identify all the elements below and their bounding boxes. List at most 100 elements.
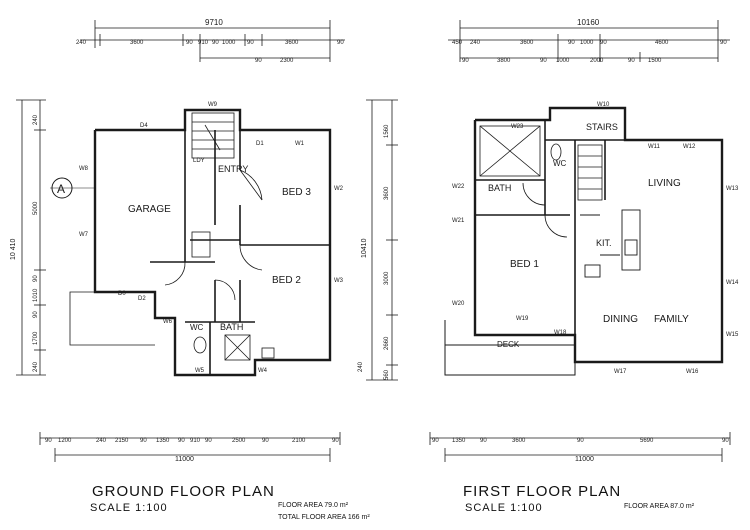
ground-bottom-dimensions — [39, 432, 341, 462]
first-dim: 1000 — [580, 40, 594, 46]
first-dim: 450 — [452, 40, 463, 46]
first-floor-title: FIRST FLOOR PLAN — [463, 483, 622, 500]
kitchen-counter — [580, 209, 641, 278]
first-top-total-dim: 10160 — [577, 18, 600, 27]
ground-dim: 560 — [384, 369, 390, 380]
ground-stairs — [191, 112, 235, 159]
deck-outline — [444, 320, 576, 376]
label-w10: W10 — [597, 102, 610, 108]
first-dim: 90 — [432, 438, 439, 444]
ground-right-total-dim: 10410 — [361, 238, 368, 258]
label-d1: D1 — [256, 141, 264, 147]
first-dim: 90 — [577, 438, 584, 444]
ground-dim: 2100 — [292, 438, 306, 444]
first-floor-area: FLOOR AREA 87.0 m² — [624, 503, 695, 510]
ground-dim: 90 — [255, 58, 262, 64]
ground-dim: 2150 — [115, 438, 129, 444]
first-dim: 1000 — [556, 58, 570, 64]
room-laundry: LDY — [193, 158, 205, 164]
first-dim: 2000 — [590, 58, 604, 64]
room-family: FAMILY — [654, 314, 689, 325]
label-w7: W7 — [79, 232, 89, 238]
ground-top-dimensions — [80, 20, 345, 62]
ground-floor-title: GROUND FLOOR PLAN — [92, 483, 275, 500]
label-w3: W3 — [334, 278, 344, 284]
first-walls — [473, 106, 724, 364]
ground-dim: 1000 — [222, 40, 236, 46]
label-w13: W13 — [726, 186, 739, 192]
ground-dim: 1010 — [33, 288, 39, 302]
ground-internal-walls — [150, 130, 330, 375]
label-w4: W4 — [258, 368, 268, 374]
label-d0: D0 — [118, 291, 126, 297]
first-bath-fixtures — [479, 125, 568, 238]
first-dim: 90 — [480, 438, 487, 444]
ground-dim: 1700 — [33, 331, 39, 345]
first-bottom-dimensions — [429, 432, 731, 462]
first-dim: 3800 — [497, 58, 511, 64]
first-dim: 90 — [462, 58, 469, 64]
ground-walls — [93, 108, 332, 377]
room-kitchen: KIT. — [596, 238, 612, 248]
first-bottom-total-dim: 11000 — [575, 456, 594, 463]
first-dim: 1500 — [648, 58, 662, 64]
label-w20: W20 — [452, 301, 465, 307]
first-floor-plan: 10160 450 240 3600 90 1000 90 4600 90 90… — [429, 18, 739, 463]
label-w11: W11 — [648, 144, 661, 150]
label-w2: W2 — [334, 186, 344, 192]
ground-dim: 3600 — [285, 40, 299, 46]
ground-dim: 3000 — [384, 271, 390, 285]
ground-dim: 90 — [140, 438, 147, 444]
first-stairs — [577, 144, 603, 201]
first-dim: 4600 — [655, 40, 669, 46]
room-garage: GARAGE — [128, 204, 171, 215]
ground-dim: 90 — [212, 40, 219, 46]
room-dining: DINING — [603, 314, 638, 325]
label-w14: W14 — [726, 280, 739, 286]
ground-dim: 240 — [76, 40, 87, 46]
ground-dim: 90 — [178, 438, 185, 444]
room-bed1: BED 1 — [510, 259, 539, 270]
ground-floor-plan: 9710 240 3600 90 910 90 1000 90 3600 90 … — [10, 18, 398, 463]
label-w16: W16 — [686, 369, 699, 375]
ground-dim: 90 — [45, 438, 52, 444]
first-dim: 3600 — [520, 40, 534, 46]
first-dim: 90 — [600, 40, 607, 46]
room-deck: DECK — [497, 340, 520, 349]
ground-dim: 910 — [190, 438, 201, 444]
room-bath-ground: BATH — [220, 322, 243, 332]
label-w21: W21 — [452, 218, 465, 224]
room-wc-ground: WC — [190, 323, 204, 332]
room-bath-first: BATH — [488, 183, 511, 193]
ground-floor-area: FLOOR AREA 79.0 m² — [278, 502, 349, 509]
first-floor-scale: SCALE 1:100 — [465, 502, 543, 514]
first-dim: 90 — [628, 58, 635, 64]
label-w15: W15 — [726, 332, 739, 338]
first-dim: 3600 — [512, 438, 526, 444]
ground-left-dimensions — [16, 99, 46, 376]
first-dim: 5690 — [640, 438, 654, 444]
ground-dim: 2660 — [384, 336, 390, 350]
room-bed2: BED 2 — [272, 275, 301, 286]
ground-fixtures — [191, 231, 275, 361]
first-internal-walls — [475, 120, 625, 335]
ground-dim: 1560 — [384, 124, 390, 138]
ground-dim: 2300 — [280, 58, 294, 64]
first-top-dimensions — [448, 20, 730, 62]
ground-dim: 3600 — [130, 40, 144, 46]
first-dim: 90 — [540, 58, 547, 64]
ground-dim: 90 — [262, 438, 269, 444]
first-dim: 90 — [568, 40, 575, 46]
room-living: LIVING — [648, 178, 681, 189]
ground-dim: 1200 — [58, 438, 72, 444]
ground-dim: 90 — [332, 438, 339, 444]
room-bed3: BED 3 — [282, 187, 311, 198]
ground-dim: 5000 — [33, 201, 39, 215]
ground-dim: 240 — [358, 361, 364, 372]
ground-doors — [69, 169, 263, 346]
label-w22: W22 — [452, 184, 465, 190]
room-wc-first: WC — [553, 159, 567, 168]
first-dim: 240 — [470, 40, 481, 46]
ground-dim: 90 — [33, 311, 39, 318]
